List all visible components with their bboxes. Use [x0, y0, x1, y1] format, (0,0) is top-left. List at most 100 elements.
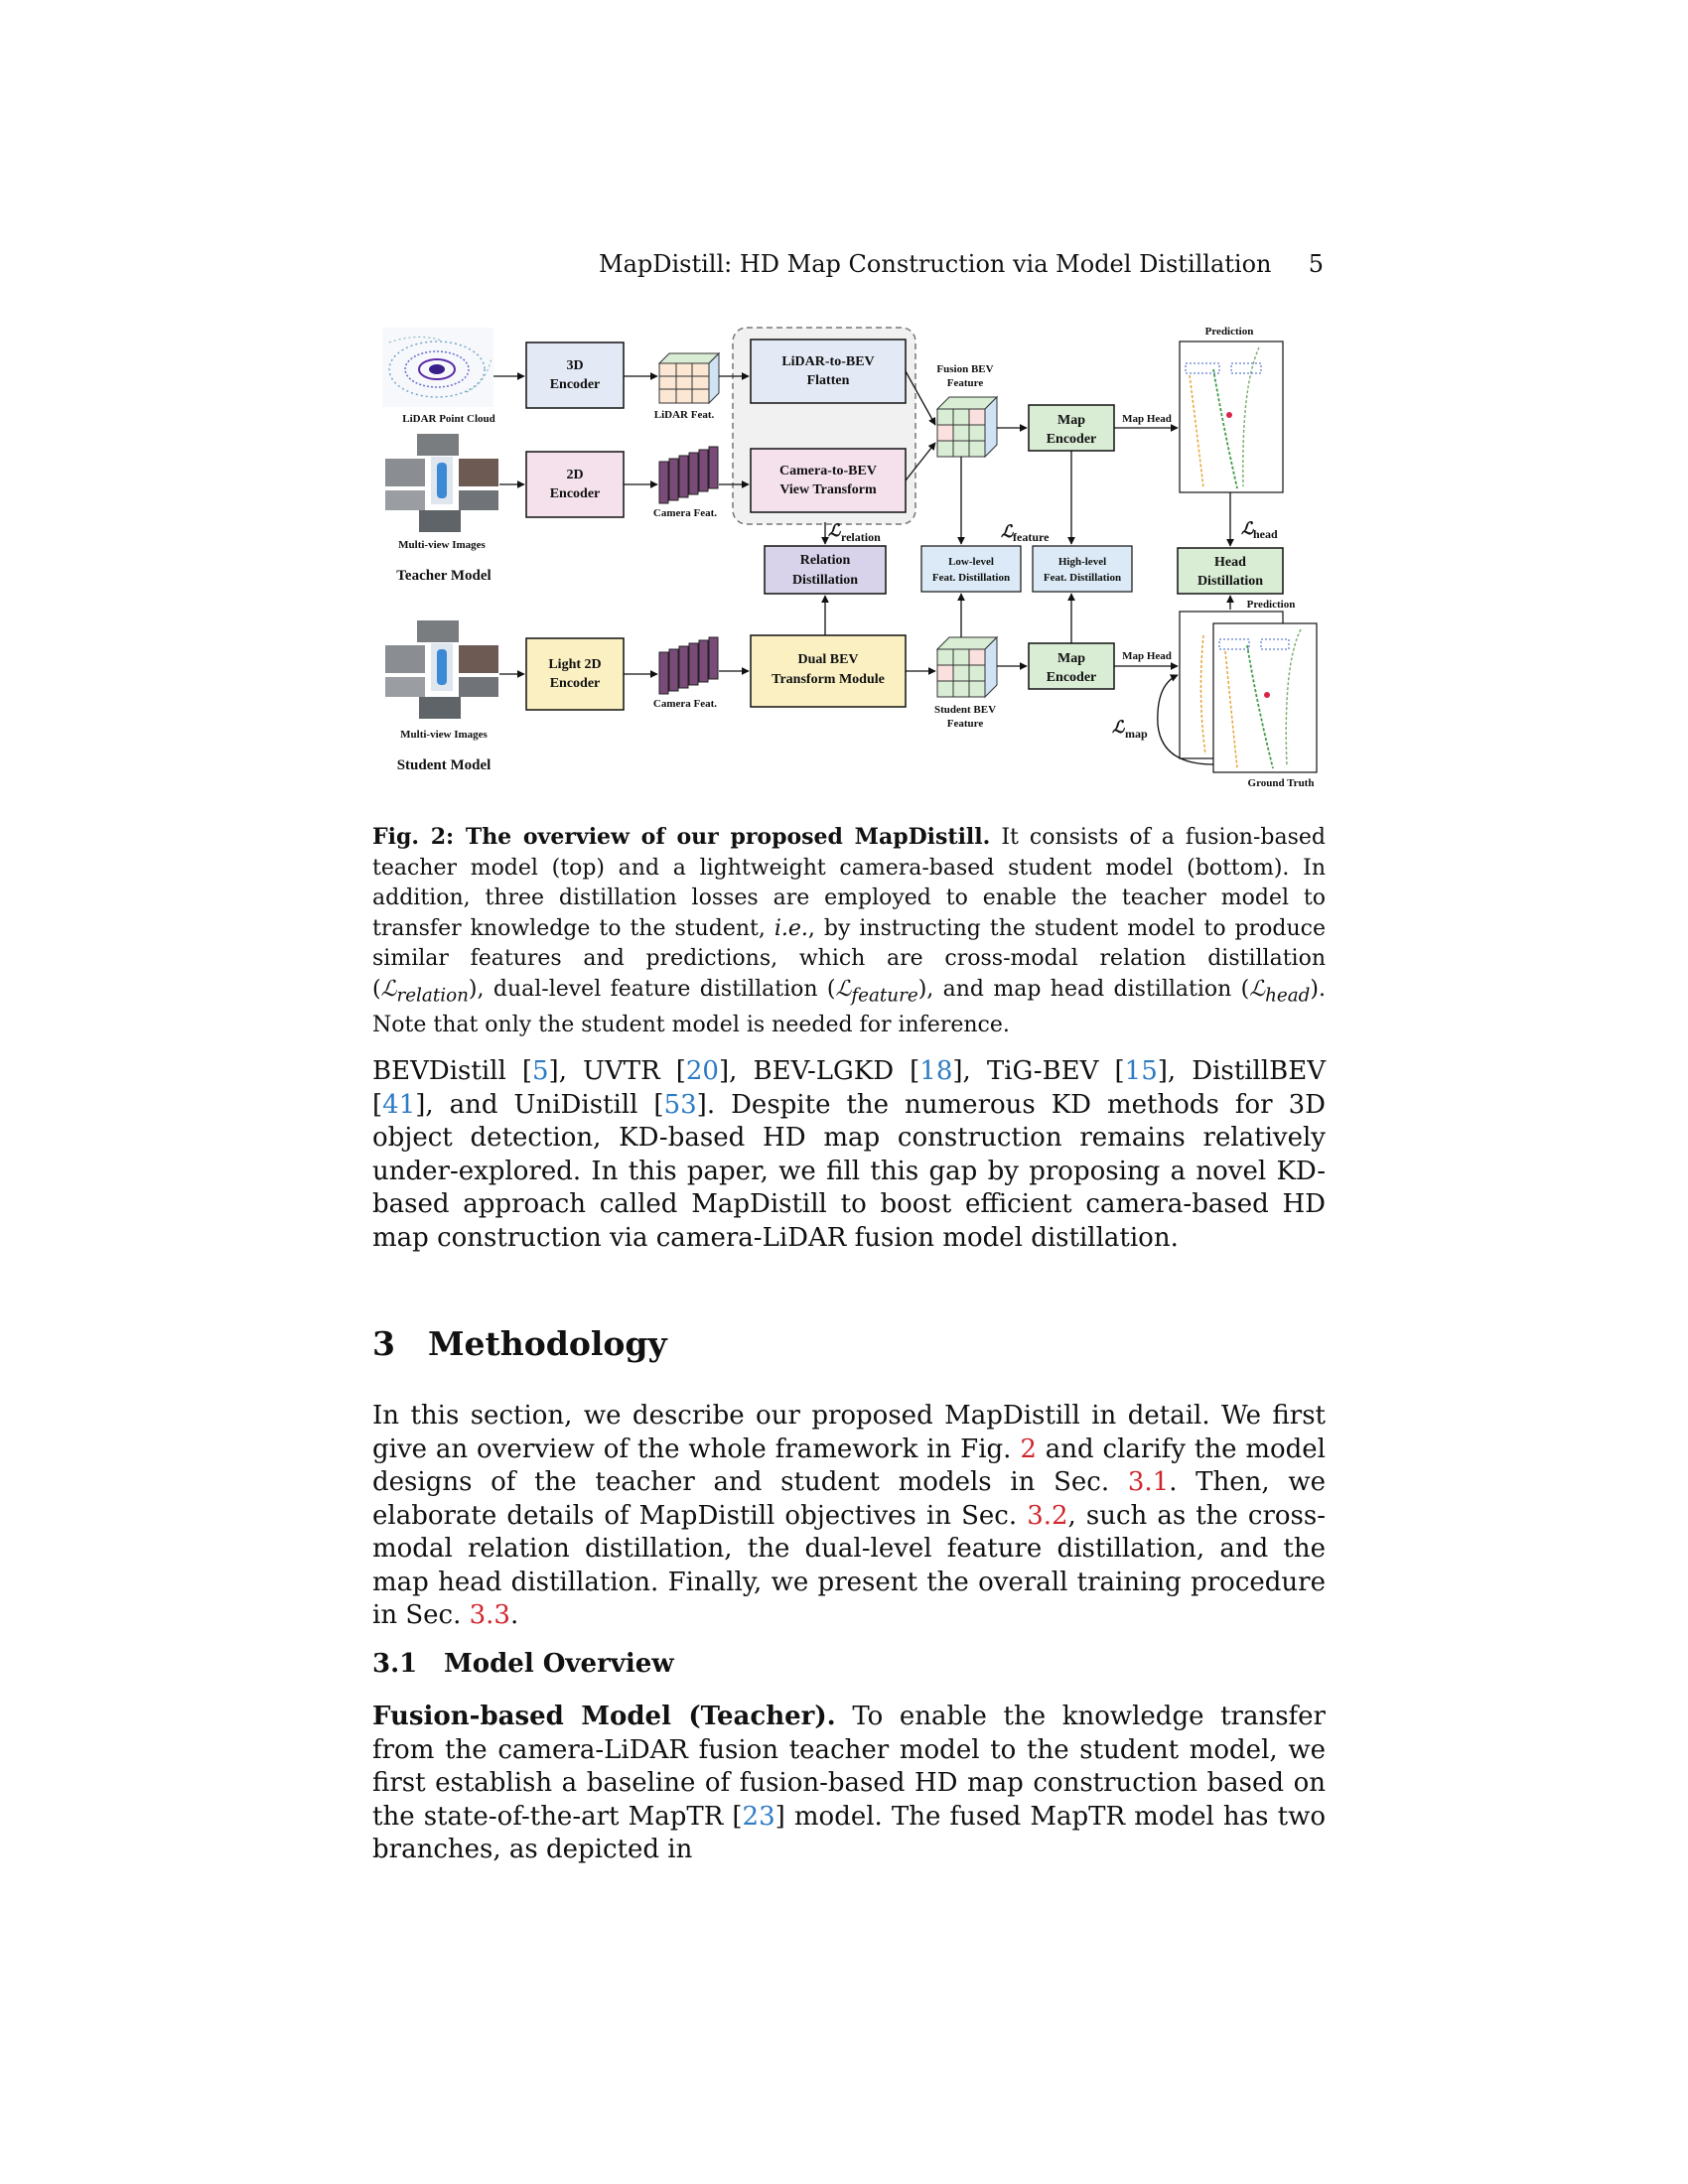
- lidar-to-bev-label-1: LiDAR-to-BEV: [781, 354, 874, 369]
- low-level-label-2: Feat. Distillation: [932, 572, 1010, 584]
- text-run: BEVDistill [: [372, 1056, 532, 1086]
- subsection-number: 3.1: [372, 1649, 418, 1679]
- citation-link[interactable]: 23: [742, 1801, 775, 1832]
- caption-text: ), dual-level feature distillation (: [468, 976, 836, 1002]
- relation-loss-symbol: ℒ: [828, 521, 841, 540]
- camera-to-bev-label-2: View Transform: [779, 482, 877, 497]
- caption-loss-symbol: ℒ: [835, 976, 852, 1002]
- fusion-bev-feature-cube: [935, 395, 999, 459]
- teacher-camera-feat-label: Camera Feat.: [653, 507, 717, 519]
- caption-loss-symbol: ℒ: [1249, 976, 1266, 1002]
- head-loss-subscript: head: [1253, 527, 1278, 541]
- light-2d-encoder-label-1: Light 2D: [548, 657, 601, 672]
- citation-link[interactable]: 20: [685, 1056, 719, 1086]
- ground-truth-map: [1212, 622, 1318, 773]
- lidar-point-cloud-label: LiDAR Point Cloud: [402, 413, 495, 425]
- dual-bev-label-1: Dual BEV: [797, 652, 858, 667]
- lidar-to-bev-label-2: Flatten: [807, 373, 850, 388]
- caption-text: ). Note that only the student model is n…: [372, 976, 1326, 1038]
- teacher-prediction-label: Prediction: [1205, 326, 1254, 338]
- citation-link[interactable]: 5: [532, 1056, 549, 1086]
- high-level-distillation-box: [1032, 545, 1133, 593]
- light-2d-encoder-label-2: Encoder: [550, 676, 601, 691]
- 3d-encoder-label-1: 3D: [566, 358, 583, 373]
- section-reference-link[interactable]: 3.2: [1027, 1500, 1068, 1531]
- relation-loss-subscript: relation: [841, 530, 881, 544]
- fusion-bev-label-2: Feature: [947, 377, 984, 389]
- map-loss-symbol: ℒ: [1112, 718, 1125, 737]
- teacher-map-encoder-label-2: Encoder: [1047, 432, 1097, 447]
- student-multiview-images: [385, 620, 498, 719]
- section-number: 3: [372, 1324, 395, 1363]
- section-reference-link[interactable]: 3.1: [1127, 1467, 1170, 1497]
- feature-loss-symbol: ℒ: [1001, 522, 1014, 541]
- camera-to-bev-box: [750, 448, 907, 513]
- text-run: ] model. The fused MapTR model has two b…: [372, 1801, 1326, 1865]
- teacher-multiview-label: Multi-view Images: [398, 539, 486, 551]
- dual-bev-transform-box: [750, 634, 907, 708]
- student-model-label: Student Model: [397, 757, 492, 773]
- page-number: 5: [1308, 250, 1324, 278]
- figure-caption-label: Fig. 2: The overview of our proposed Map…: [372, 824, 991, 850]
- head-distillation-label-1: Head: [1214, 555, 1246, 570]
- paragraph-related-work: BEVDistill [5], UVTR [20], BEV-LGKD [18]…: [372, 1055, 1326, 1255]
- citation-link[interactable]: 15: [1124, 1056, 1158, 1086]
- student-map-head-label: Map Head: [1122, 650, 1172, 662]
- teacher-map-encoder-label-1: Map: [1057, 413, 1085, 428]
- text-run: .: [509, 1600, 519, 1630]
- subsection-title: Model Overview: [444, 1649, 674, 1679]
- figure-arrows: [493, 370, 1234, 765]
- 2d-encoder-box: [525, 451, 625, 518]
- text-run: ], UVTR [: [548, 1056, 686, 1086]
- ground-truth-label: Ground Truth: [1248, 777, 1315, 789]
- head-distillation-box: [1177, 547, 1284, 595]
- student-map-encoder-label-2: Encoder: [1047, 670, 1097, 685]
- figure-reference-link[interactable]: 2: [1020, 1433, 1037, 1464]
- caption-ie: i.e.: [774, 915, 808, 941]
- 3d-encoder-box: [525, 341, 625, 409]
- caption-loss-symbol: ℒ: [380, 976, 397, 1002]
- student-map-encoder-box: [1028, 642, 1115, 690]
- text-run: In this section, we describe our propose…: [372, 1401, 1326, 1464]
- teacher-multiview-images: [385, 434, 498, 532]
- caption-text: It consists of a fusion-based teacher mo…: [372, 825, 1327, 941]
- text-run: ], DistillBEV [: [372, 1056, 1327, 1120]
- camera-to-bev-label-1: Camera-to-BEV: [779, 464, 877, 478]
- map-loss-subscript: map: [1125, 727, 1148, 741]
- text-run: and clarify the model designs of the tea…: [372, 1433, 1326, 1498]
- running-title: MapDistill: HD Map Construction via Mode…: [599, 250, 1272, 278]
- relation-distillation-box: [764, 545, 887, 595]
- student-multiview-label: Multi-view Images: [400, 729, 488, 741]
- 2d-encoder-label-1: 2D: [566, 468, 583, 482]
- 2d-encoder-label-2: Encoder: [550, 486, 601, 501]
- dual-bev-label-2: Transform Module: [772, 672, 885, 687]
- citation-link[interactable]: 41: [382, 1089, 416, 1120]
- student-camera-feat-label: Camera Feat.: [653, 698, 717, 710]
- high-level-label-2: Feat. Distillation: [1044, 572, 1121, 584]
- citation-link[interactable]: 18: [919, 1056, 953, 1086]
- teacher-model-label: Teacher Model: [396, 568, 491, 584]
- text-run: To enable the knowledge transfer from th…: [372, 1702, 1326, 1832]
- paragraph-teacher-model: Fusion-based Model (Teacher). To enable …: [372, 1701, 1326, 1867]
- text-run: ], TiG-BEV [: [952, 1056, 1125, 1086]
- citation-link[interactable]: 53: [663, 1089, 697, 1120]
- section-title: Methodology: [428, 1324, 667, 1363]
- section-reference-link[interactable]: 3.3: [469, 1600, 510, 1630]
- low-level-distillation-box: [920, 545, 1022, 593]
- feature-loss-subscript: feature: [1013, 530, 1050, 544]
- lidar-feature-cube: [657, 351, 721, 405]
- teacher-map-encoder-box: [1028, 404, 1115, 452]
- caption-text: ), and map head distillation (: [917, 976, 1250, 1002]
- text-run: , such as the cross-modal relation disti…: [372, 1500, 1326, 1631]
- section-heading: 3 Methodology: [372, 1324, 667, 1363]
- caption-loss-subscript: head: [1265, 984, 1311, 1006]
- lidar-to-bev-box: [750, 339, 907, 404]
- teacher-camera-feature-stack: [658, 446, 719, 504]
- lidar-feat-label: LiDAR Feat.: [654, 409, 715, 421]
- relation-distillation-label-1: Relation: [800, 553, 851, 568]
- text-run: ]. Despite the numerous KD methods for 3…: [372, 1089, 1326, 1253]
- light-2d-encoder-box: [525, 637, 625, 711]
- text-run: ], BEV-LGKD [: [718, 1056, 920, 1086]
- subsection-heading: 3.1 Model Overview: [372, 1649, 674, 1679]
- caption-loss-subscript: relation: [396, 984, 469, 1006]
